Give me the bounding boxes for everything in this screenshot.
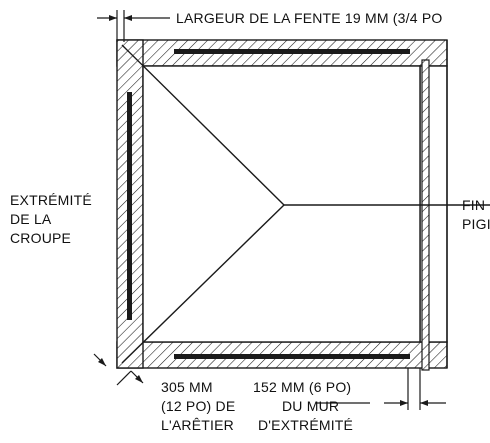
hip-offset-dimension — [93, 353, 144, 386]
hip-lines — [121, 44, 490, 364]
hip-line-top-left — [121, 44, 285, 206]
slot-bars — [127, 49, 410, 359]
wall-offset-label: 152 MM (6 PO) DU MUR D'EXTRÉMITÉ — [253, 379, 353, 433]
slot-width-label: LARGEUR DE LA FENTE 19 MM (3/4 PO — [176, 10, 442, 26]
slot-width-dimension — [97, 10, 170, 42]
hip-end-label: EXTRÉMITÉ DE LA CROUPE — [10, 192, 92, 246]
hip-end-line-3: CROUPE — [10, 230, 71, 246]
wall-offset-line-1: 152 MM (6 PO) — [253, 379, 351, 395]
wall-offset-line-2: DU MUR — [282, 398, 339, 414]
wall-offset-line-3: D'EXTRÉMITÉ — [258, 417, 353, 433]
bottom-slot-bar — [174, 354, 410, 359]
gable-end-slot — [421, 59, 430, 371]
hip-end-line-1: EXTRÉMITÉ — [10, 192, 92, 208]
wall-offset-dimension — [316, 368, 446, 410]
gable-end-line-2: PIGI — [462, 216, 490, 232]
gable-end-line-1: FIN — [462, 197, 485, 213]
top-slot-bar — [174, 49, 410, 54]
hip-offset-line-3: L'ARÊTIER — [161, 417, 234, 433]
left-slot-bar — [127, 92, 132, 320]
hip-offset-line-2: (12 PO) DE — [161, 398, 235, 414]
hip-line-bottom-left — [121, 204, 285, 364]
hip-offset-line-1: 305 MM — [161, 379, 213, 395]
gable-end-label: FIN PIGI — [462, 197, 490, 232]
hip-offset-label: 305 MM (12 PO) DE L'ARÊTIER — [161, 379, 235, 433]
hip-end-line-2: DE LA — [10, 211, 52, 227]
